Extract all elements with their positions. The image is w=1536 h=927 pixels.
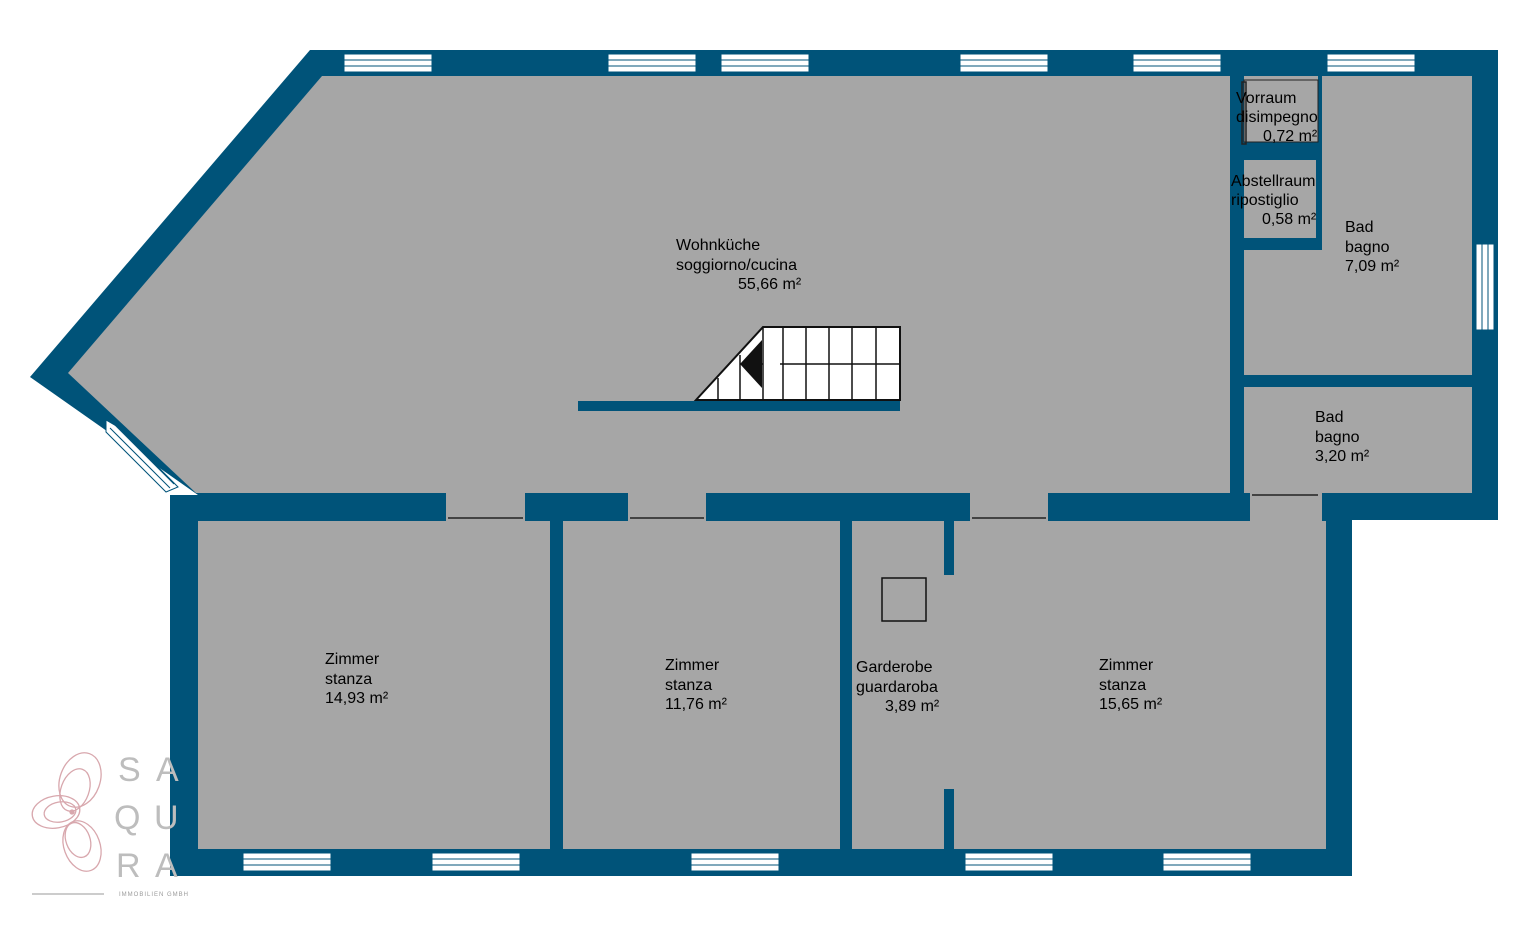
wall-abstell-bottom xyxy=(1244,238,1322,250)
window-bottom-3 xyxy=(690,852,780,872)
window-bottom-2 xyxy=(431,852,521,872)
room-labels: Wohnküche soggiorno/cucina 55,66 m² Vorr… xyxy=(325,90,1400,715)
wall-abstell-right xyxy=(1316,160,1322,250)
company-logo: S A Q U R A IMMOBILIEN GMBH xyxy=(31,751,189,898)
logo-letter-6: A xyxy=(155,847,180,885)
staircase xyxy=(693,326,901,401)
label-vorraum: Vorraum disimpegno 0,72 m² xyxy=(1236,90,1322,145)
floor-zimmer1 xyxy=(198,521,550,849)
window-bottom-5 xyxy=(1162,852,1252,872)
wall-bad-divider xyxy=(1244,375,1472,387)
window-bottom-1 xyxy=(242,852,332,872)
floor-bad1-shape xyxy=(1244,76,1472,375)
label-wohnkueche: Wohnküche soggiorno/cucina 55,66 m² xyxy=(676,237,802,293)
shaft-square xyxy=(881,577,927,622)
floor-garderobe xyxy=(852,521,944,849)
floor-bad2 xyxy=(1244,387,1472,493)
stair-arrow-icon xyxy=(740,340,762,388)
vorraum-outline xyxy=(1243,79,1319,143)
logo-subtitle: IMMOBILIEN GMBH xyxy=(119,892,189,898)
label-bad2: Bad bagno 3,20 m² xyxy=(1315,409,1370,465)
logo-letter-3: Q xyxy=(114,799,142,837)
label-garderobe: Garderobe guardaroba 3,89 m² xyxy=(856,659,942,715)
window-top-2 xyxy=(607,53,697,73)
label-zimmer2: Zimmer stanza 11,76 m² xyxy=(665,657,728,713)
flower-logo-icon xyxy=(31,752,102,872)
window-top-5 xyxy=(1132,53,1222,73)
label-bad1: Bad bagno 7,09 m² xyxy=(1345,219,1400,275)
logo-letter-5: R xyxy=(116,847,143,885)
wall-garderobe-upper xyxy=(944,521,954,575)
floor-vorraum xyxy=(1244,76,1318,142)
wall-zimmer-1-2 xyxy=(550,521,563,851)
window-top-1 xyxy=(343,53,433,73)
label-zimmer1: Zimmer stanza 14,93 m² xyxy=(325,651,389,707)
logo-letter-1: S xyxy=(118,751,143,789)
floors xyxy=(68,76,1472,849)
label-abstellraum: Abstellraum ripostiglio 0,58 m² xyxy=(1231,173,1320,228)
interior-walls xyxy=(550,76,1472,851)
stair-rail-wall xyxy=(578,401,900,411)
label-zimmer3: Zimmer stanza 15,65 m² xyxy=(1099,657,1163,713)
floor-zimmer3 xyxy=(944,521,1326,849)
window-right xyxy=(1475,243,1495,331)
window-top-3 xyxy=(720,53,810,73)
window-diagonal xyxy=(105,419,179,493)
wall-zimmer-2-garderobe xyxy=(840,521,852,851)
floor-zimmer2 xyxy=(563,521,840,849)
window-bottom-4 xyxy=(964,852,1054,872)
logo-letter-4: U xyxy=(154,799,181,837)
wall-vorraum-left xyxy=(1230,76,1244,494)
floor-abstellraum xyxy=(1244,160,1318,238)
floor-passage xyxy=(1250,493,1322,523)
wall-garderobe-lower xyxy=(944,789,954,851)
windows xyxy=(105,53,1495,872)
window-top-6 xyxy=(1326,53,1416,73)
logo-letter-2: A xyxy=(156,751,181,789)
floor-wohnkueche xyxy=(68,76,1232,493)
window-top-4 xyxy=(959,53,1049,73)
